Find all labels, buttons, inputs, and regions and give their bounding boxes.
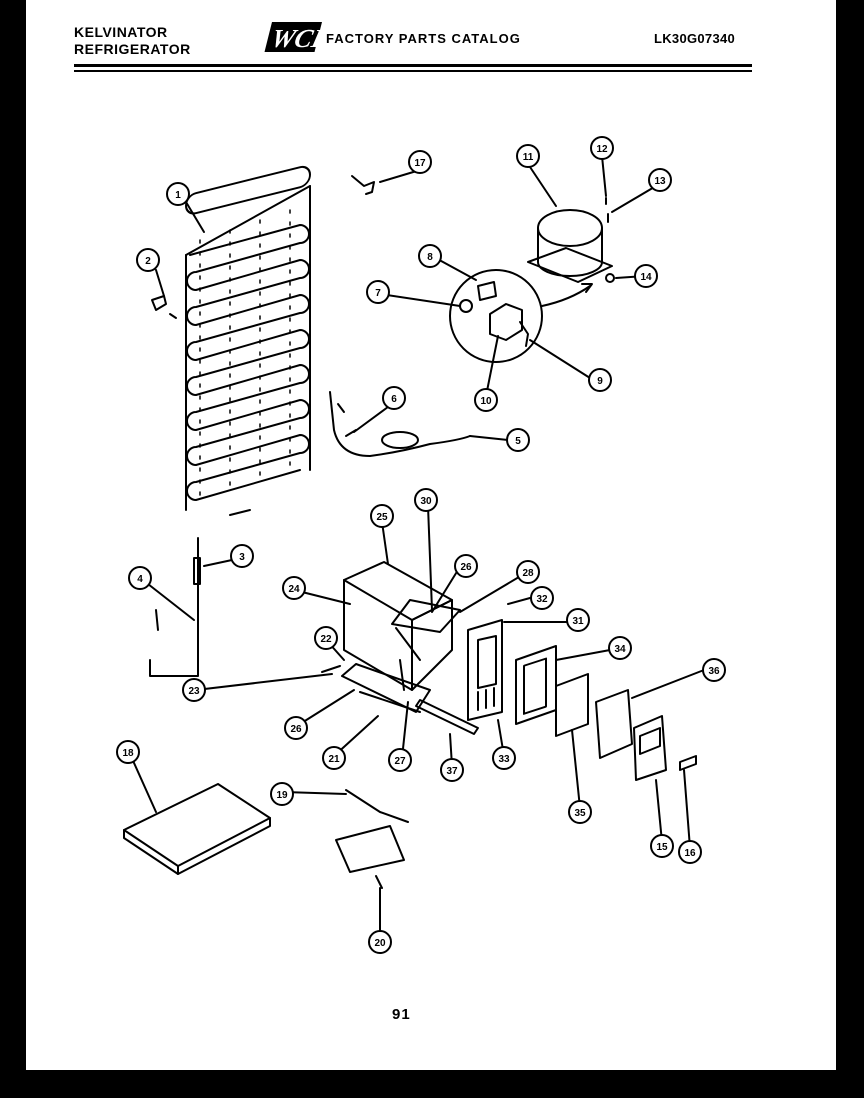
bracket <box>151 295 177 319</box>
callout: 2 <box>136 248 160 272</box>
callout: 18 <box>116 740 140 764</box>
callout-number: 2 <box>145 256 151 267</box>
callout: 8 <box>418 244 442 268</box>
callout-number: 9 <box>597 376 603 387</box>
exploded-parts-diagram: 1 2 3 4 5 6 7 8 9 10 11 12 13 14 15 16 1… <box>116 136 726 954</box>
wci-logo: WCI <box>264 22 322 52</box>
callout: 20 <box>368 930 392 954</box>
callout-number: 16 <box>684 848 696 859</box>
callout-number: 13 <box>654 176 666 187</box>
callout: 9 <box>588 368 612 392</box>
callout-number: 15 <box>656 842 668 853</box>
callout-number: 23 <box>188 686 200 697</box>
callout: 5 <box>506 428 530 452</box>
catalog-page: KELVINATOR REFRIGERATOR WCI FACTORY PART… <box>26 0 836 1070</box>
callout-number: 26 <box>460 562 472 573</box>
callout: 12 <box>590 136 614 160</box>
callout-number: 30 <box>420 496 432 507</box>
callout-number: 18 <box>122 748 134 759</box>
catalog-title: FACTORY PARTS CATALOG <box>326 31 521 46</box>
callout-number: 36 <box>708 666 720 677</box>
callout-number: 37 <box>446 766 458 777</box>
callout: 32 <box>530 586 554 610</box>
callout: 4 <box>128 566 152 590</box>
callout-number: 12 <box>596 144 608 155</box>
callout: 15 <box>650 834 674 858</box>
callout-number: 32 <box>536 594 548 605</box>
callout-number: 28 <box>522 568 534 579</box>
callout-number: 22 <box>320 634 332 645</box>
callout-number: 1 <box>175 190 181 201</box>
callout: 10 <box>474 388 498 412</box>
callout: 17 <box>408 150 432 174</box>
callout-number: 25 <box>376 512 388 523</box>
callout-number: 20 <box>374 938 386 949</box>
callout: 7 <box>366 280 390 304</box>
callout: 34 <box>608 636 632 660</box>
callout-number: 33 <box>498 754 510 765</box>
callout-number: 8 <box>427 252 433 263</box>
callout: 19 <box>270 782 294 806</box>
callout: 1 <box>166 182 190 206</box>
callout-number: 10 <box>480 396 492 407</box>
callout: 33 <box>492 746 516 770</box>
callout: 28 <box>516 560 540 584</box>
callout: 6 <box>382 386 406 410</box>
header-rule <box>74 64 752 67</box>
callout-number: 17 <box>414 158 426 169</box>
condenser-coil <box>185 165 311 516</box>
callout: 23 <box>182 678 206 702</box>
clip <box>351 175 375 195</box>
callout-number: 14 <box>640 272 652 283</box>
callout-number: 35 <box>574 808 586 819</box>
brand-line-2: REFRIGERATOR <box>74 41 191 57</box>
callout-number: 34 <box>614 644 626 655</box>
callout: 36 <box>702 658 726 682</box>
callout: 25 <box>370 504 394 528</box>
header-rule-thin <box>74 70 752 72</box>
callout: 21 <box>322 746 346 770</box>
brand-line-1: KELVINATOR <box>74 24 168 40</box>
callout-number: 5 <box>515 436 521 447</box>
callout: 16 <box>678 840 702 864</box>
callout-number: 26 <box>290 724 302 735</box>
catalog-number: LK30G07340 <box>654 31 736 46</box>
callout: 26 <box>284 716 308 740</box>
callout-number: 19 <box>276 790 288 801</box>
callout: 37 <box>440 758 464 782</box>
callout: 26 <box>454 554 478 578</box>
svg-text:WCI: WCI <box>268 23 322 52</box>
page-number: 91 <box>392 1006 411 1023</box>
callout-number: 24 <box>288 584 300 595</box>
callout: 13 <box>648 168 672 192</box>
callout: 3 <box>230 544 254 568</box>
callout-number: 27 <box>394 756 406 767</box>
callout: 27 <box>388 748 412 772</box>
callout: 31 <box>566 608 590 632</box>
callout: 22 <box>314 626 338 650</box>
callout-number: 21 <box>328 754 340 765</box>
callout: 30 <box>414 488 438 512</box>
callout: 24 <box>282 576 306 600</box>
callout: 11 <box>516 144 540 168</box>
callout-number: 4 <box>137 574 143 585</box>
callout: 35 <box>568 800 592 824</box>
callout-number: 6 <box>391 394 397 405</box>
callout-number: 7 <box>375 288 381 299</box>
callout-number: 31 <box>572 616 584 627</box>
callout: 14 <box>634 264 658 288</box>
callout-number: 11 <box>523 152 534 163</box>
callout-number: 3 <box>239 552 245 563</box>
compressor <box>527 197 615 283</box>
